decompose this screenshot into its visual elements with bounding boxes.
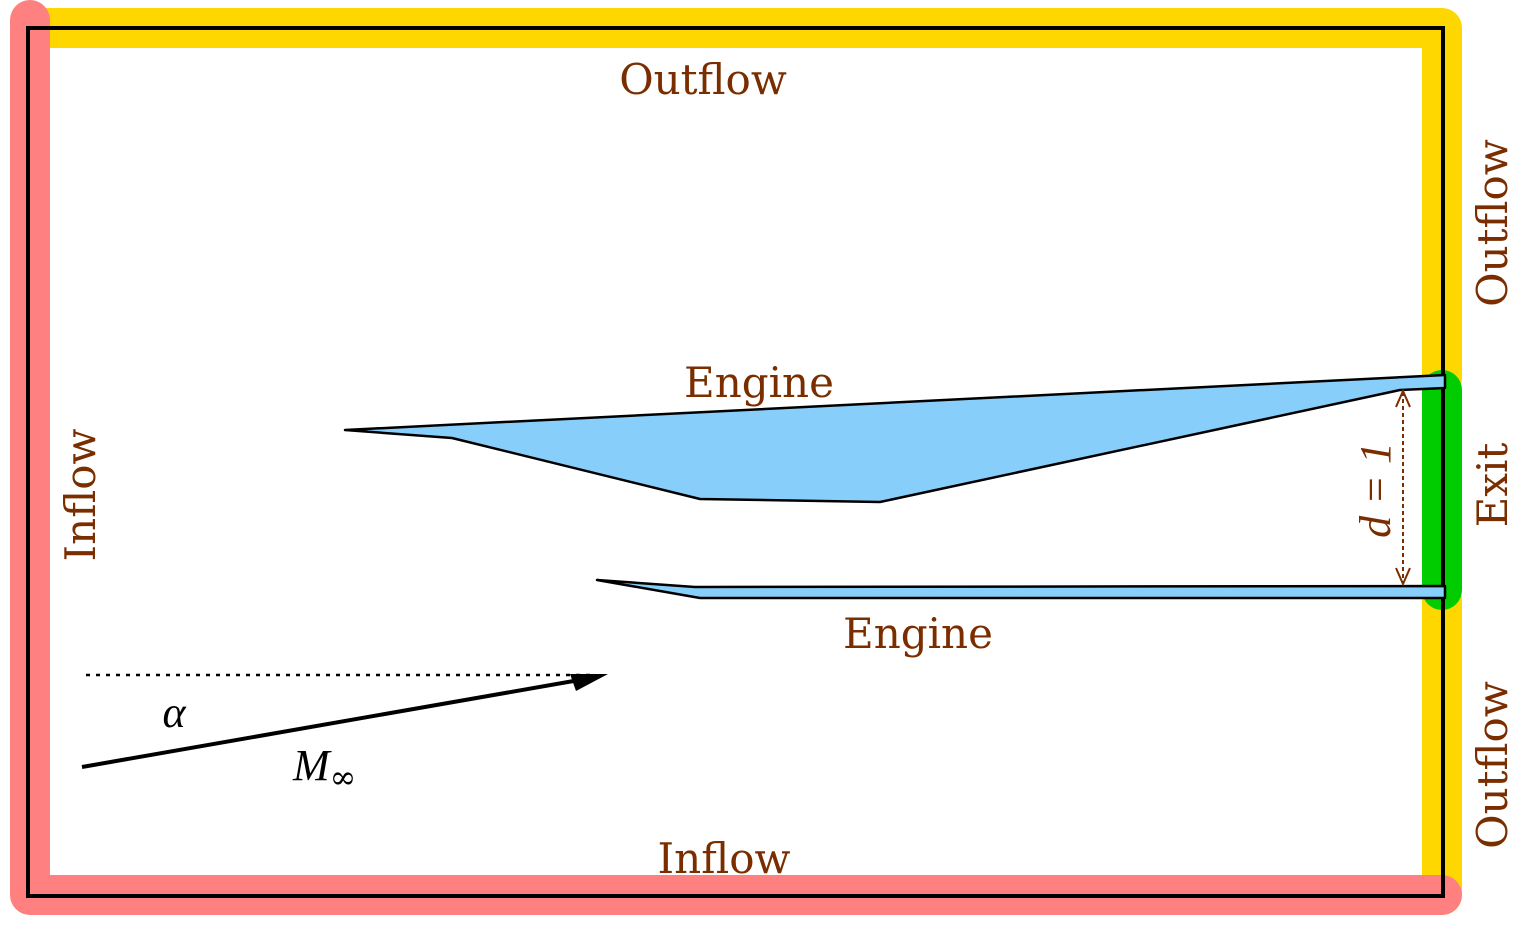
mach-symbol: M: [292, 741, 332, 790]
diameter-dimension: [1395, 388, 1411, 587]
exit-label: Exit: [1468, 443, 1517, 528]
engine-lower-shape: [595, 578, 1447, 600]
mach-label: M∞: [292, 741, 356, 796]
inflow-left-label: Inflow: [56, 429, 105, 562]
engine-upper-shape: [343, 373, 1447, 504]
diameter-arrowhead-top: [1395, 388, 1411, 408]
diameter-arrowhead-bottom: [1395, 567, 1411, 587]
diameter-label: d = 1: [1351, 442, 1400, 538]
engine-lower-label: Engine: [843, 609, 993, 658]
outflow-top-label: Outflow: [619, 55, 787, 104]
freestream-arrowhead: [570, 674, 608, 691]
angle-of-attack-label: α: [162, 688, 186, 737]
outflow-right-lower-label: Outflow: [1468, 681, 1517, 849]
outflow-right-upper-label: Outflow: [1468, 139, 1517, 307]
freestream-velocity-arrow: [81, 677, 586, 769]
inflow-bottom-label: Inflow: [658, 834, 791, 883]
domain-outline: [26, 26, 1445, 898]
engine-upper-label: Engine: [684, 358, 834, 407]
mach-subscript: ∞: [330, 758, 357, 796]
